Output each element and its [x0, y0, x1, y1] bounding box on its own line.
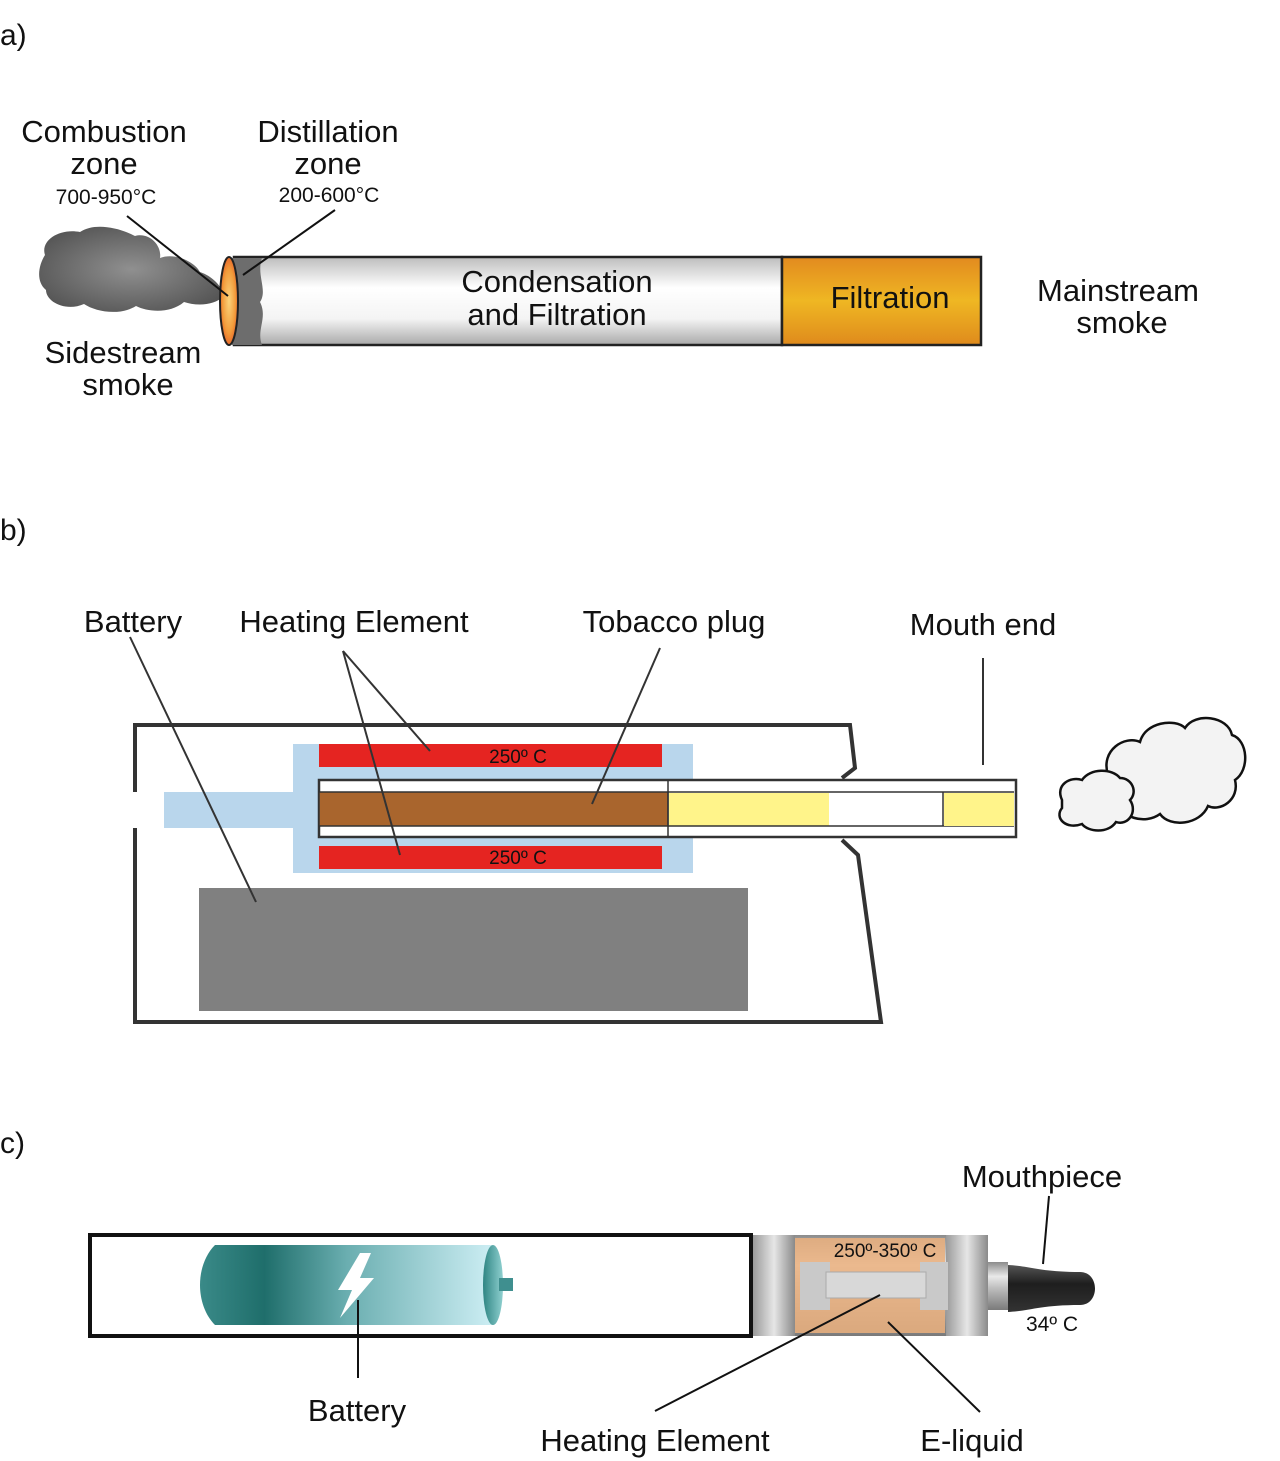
tobacco-plug: [318, 791, 669, 827]
mouthpiece-label: Mouthpiece: [962, 1159, 1122, 1194]
tobacco-plug-leader-line: [591, 647, 661, 805]
chamber-temp-label: 250º-350º C: [834, 1241, 937, 1262]
coil-mount-left: [800, 1262, 830, 1310]
battery-block: [199, 888, 748, 1011]
e-liquid-label: E-liquid: [920, 1423, 1023, 1458]
distillation-zone-band: [232, 258, 263, 345]
tobacco-plug-label: Tobacco plug: [583, 604, 766, 639]
panel-b-label: b): [0, 514, 27, 547]
battery-icon: [200, 1245, 513, 1325]
panel-a-label: a): [0, 19, 27, 52]
cigarette-filter: [780, 255, 983, 347]
heating-element-bottom: [319, 846, 662, 869]
heating-element-leader-line-c: [654, 1294, 881, 1412]
combustion-zone-title-2: zone: [70, 146, 137, 181]
sidestream-smoke-label-2: smoke: [82, 367, 173, 402]
battery-label-c: Battery: [308, 1393, 407, 1428]
aerosol-cloud-icon: [1058, 716, 1247, 832]
cigarette: [219, 255, 983, 347]
heating-element-label-c: Heating Element: [540, 1423, 770, 1458]
sidestream-smoke-label: Sidestream: [45, 335, 202, 370]
mouthpiece: [988, 1262, 1095, 1312]
filter-segment-2: [944, 793, 1014, 826]
tank-end-cap-right: [946, 1235, 988, 1336]
distillation-zone-temp: 200-600°C: [279, 184, 380, 207]
distillation-leader-line: [242, 209, 336, 276]
panel-c-label: c): [0, 1127, 25, 1160]
heater-temp-bottom: 250º C: [489, 848, 547, 869]
mainstream-smoke-label: Mainstream: [1037, 273, 1199, 308]
lightning-bolt-icon: [338, 1253, 374, 1318]
distillation-zone-title-2: zone: [294, 146, 361, 181]
filtration-label: Filtration: [831, 280, 950, 315]
sidestream-smoke-cloud: [39, 226, 224, 312]
combustion-ember: [219, 256, 239, 346]
heated-tobacco-device-housing: [133, 723, 884, 1024]
combustion-zone-title: Combustion: [21, 114, 186, 149]
heating-element-label-b: Heating Element: [239, 604, 469, 639]
cigarette-paper: [232, 255, 784, 347]
heater-temp-top: 250º C: [489, 747, 547, 768]
mouthpiece-temp-label: 34º C: [1026, 1313, 1078, 1336]
combustion-leader-line: [126, 215, 229, 297]
condensation-label: Condensation: [461, 264, 652, 299]
filter-segment-1: [669, 793, 829, 826]
e-liquid-leader-line: [887, 1321, 981, 1413]
heating-coil: [825, 1271, 927, 1299]
mouthpiece-leader-line: [1042, 1195, 1050, 1265]
battery-label-b: Battery: [84, 604, 183, 639]
heating-element-top: [319, 744, 662, 767]
distillation-zone-title: Distillation: [257, 114, 398, 149]
atomizer-tank: [753, 1235, 988, 1336]
tank-end-cap-left: [753, 1235, 795, 1336]
mainstream-smoke-label-2: smoke: [1076, 305, 1167, 340]
combustion-zone-temp: 700-950°C: [56, 186, 157, 209]
battery-leader-line: [129, 636, 257, 903]
heating-element-leader-line-top: [342, 650, 431, 752]
condensation-label-2: and Filtration: [467, 297, 646, 332]
mouth-end-label: Mouth end: [910, 607, 1057, 642]
heating-element-leader-line-bottom: [342, 650, 401, 856]
